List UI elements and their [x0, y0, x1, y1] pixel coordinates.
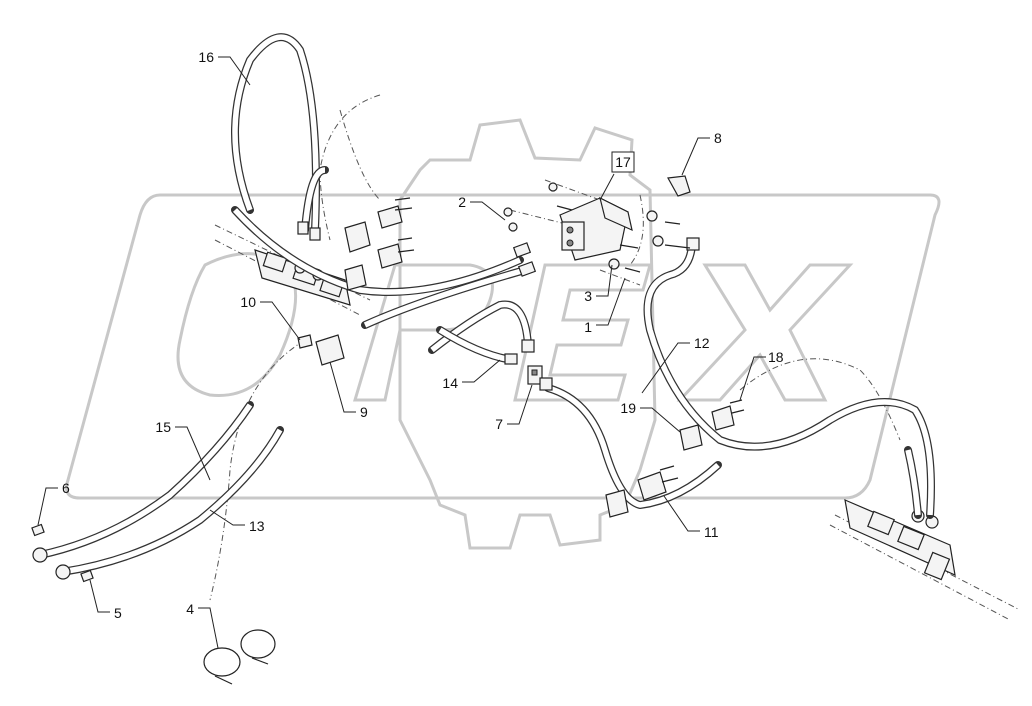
hose-clips	[203, 629, 276, 685]
tee-fitting	[527, 365, 553, 391]
callout-9: 9	[360, 404, 368, 420]
callout-16: 16	[198, 49, 214, 65]
leader-lines	[37, 56, 766, 649]
callout-labels: 1 2 3 4 5 6 7 8 9 10 11 12 13 14 15 16 1…	[62, 49, 784, 621]
callout-17: 17	[615, 154, 631, 170]
callout-18: 18	[768, 349, 784, 365]
callout-2: 2	[458, 194, 466, 210]
hose-16	[231, 33, 329, 241]
sensor-assembly	[559, 196, 633, 261]
callout-17-box	[611, 151, 635, 173]
hose-12	[643, 237, 935, 519]
hose-11	[544, 384, 722, 510]
callout-5: 5	[114, 605, 122, 621]
callout-11: 11	[704, 524, 719, 540]
watermark-logo	[65, 193, 941, 500]
callout-7: 7	[495, 416, 503, 432]
assembly-lines	[209, 94, 901, 601]
elbow-fitting	[667, 175, 691, 197]
callout-3: 3	[584, 288, 592, 304]
clamp-bolts	[394, 197, 745, 483]
callout-19: 19	[620, 400, 636, 416]
small-fittings	[31, 523, 94, 583]
callout-15: 15	[155, 419, 171, 435]
callout-8: 8	[714, 130, 722, 146]
callout-4: 4	[186, 601, 194, 617]
callout-1: 1	[584, 319, 592, 335]
hose-14	[428, 300, 535, 365]
clamp-blocks	[297, 205, 735, 518]
fasteners	[503, 182, 691, 273]
callout-12: 12	[694, 335, 710, 351]
callout-10: 10	[240, 294, 256, 310]
hose-13-15	[32, 401, 284, 580]
callout-13: 13	[249, 518, 265, 534]
right-valve-block	[829, 499, 1021, 621]
callout-6: 6	[62, 480, 70, 496]
hose-16-tail	[231, 206, 537, 329]
callout-14: 14	[442, 375, 458, 391]
watermark-gear	[398, 118, 657, 550]
